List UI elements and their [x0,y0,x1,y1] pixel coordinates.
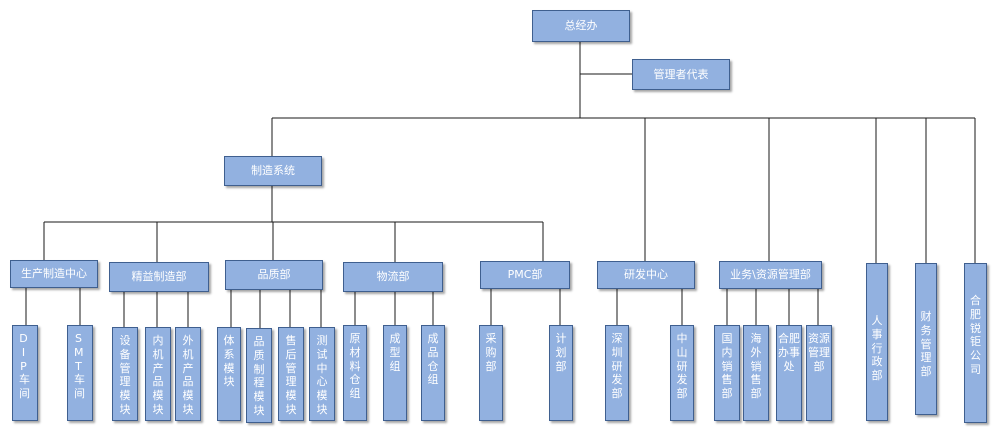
resource-mgmt-label: 资源管理部 [808,332,830,373]
pmc-label: PMC部 [507,268,543,282]
forming-box: 成型组 [383,325,407,421]
internal-product-label: 内机产品模块 [152,334,164,416]
production-center-label: 生产制造中心 [21,267,87,281]
test-center-label: 测试中心模块 [316,334,328,416]
purchasing-label: 采购部 [485,332,497,373]
pmc-box: PMC部 [480,261,570,289]
test-center-box: 测试中心模块 [309,327,335,421]
internal-product-box: 内机产品模块 [145,327,171,421]
production-center-box: 生产制造中心 [10,260,98,288]
rd-center-box: 研发中心 [597,261,695,289]
equipment-box: 设备管理模块 [112,327,138,421]
quality-label: 品质部 [257,268,291,282]
external-product-label: 外机产品模块 [182,334,194,416]
hefei-office-box: 合肥办事处 [776,325,802,421]
shenzhen-rd-label: 深圳研发部 [611,332,623,400]
purchasing-box: 采购部 [479,325,503,421]
manufacturing-system-label: 制造系统 [251,164,295,178]
smt-box: SMT车间 [67,325,93,421]
forming-label: 成型组 [389,332,401,373]
overseas-sales-box: 海外销售部 [743,325,769,421]
rd-center-label: 研发中心 [624,268,668,282]
logistics-box: 物流部 [343,262,443,292]
mgmt-rep-box: 管理者代表 [632,59,730,90]
lean-manufacturing-label: 精益制造部 [131,270,187,284]
dip-label: DIP车间 [19,332,33,400]
domestic-sales-label: 国内销售部 [721,332,733,400]
smt-label: SMT车间 [74,332,88,400]
root-box: 总经办 [532,10,630,42]
after-sales-box: 售后管理模块 [278,327,304,421]
zhongshan-rd-box: 中山研发部 [670,325,694,421]
manufacturing-system-box: 制造系统 [224,156,322,186]
business-resource-label: 业务\资源管理部 [730,268,811,282]
zhongshan-rd-label: 中山研发部 [676,332,688,400]
shenzhen-rd-box: 深圳研发部 [605,325,629,421]
finished-goods-label: 成品仓组 [427,332,439,387]
hr-admin-box: 人事行政部 [866,263,888,421]
domestic-sales-box: 国内销售部 [714,325,740,421]
process-module-label: 品质制程模块 [253,335,265,417]
resource-mgmt-box: 资源管理部 [806,325,832,421]
root-label: 总经办 [564,19,598,33]
overseas-sales-label: 海外销售部 [750,332,762,400]
mgmt-rep-label: 管理者代表 [653,67,709,81]
external-product-box: 外机产品模块 [175,327,201,421]
after-sales-label: 售后管理模块 [285,334,297,416]
dip-box: DIP车间 [12,325,38,421]
raw-material-label: 原材料仓组 [349,332,361,400]
planning-label: 计划部 [555,332,567,373]
logistics-label: 物流部 [376,270,410,284]
process-module-box: 品质制程模块 [246,328,272,423]
hr-admin-label: 人事行政部 [871,314,883,382]
quality-box: 品质部 [225,260,323,290]
hefei-company-box: 合肥锐钜公司 [964,263,987,423]
finished-goods-box: 成品仓组 [421,325,445,421]
business-resource-box: 业务\资源管理部 [719,261,822,289]
finance-label: 财务管理部 [920,310,932,378]
system-module-box: 体系模块 [217,327,241,421]
lean-manufacturing-box: 精益制造部 [109,262,209,292]
hefei-office-label: 合肥办事处 [778,332,800,373]
raw-material-box: 原材料仓组 [343,325,367,421]
hefei-company-label: 合肥锐钜公司 [970,294,981,376]
equipment-label: 设备管理模块 [119,334,131,416]
planning-box: 计划部 [549,325,573,421]
system-module-label: 体系模块 [223,334,235,389]
finance-box: 财务管理部 [915,263,937,415]
